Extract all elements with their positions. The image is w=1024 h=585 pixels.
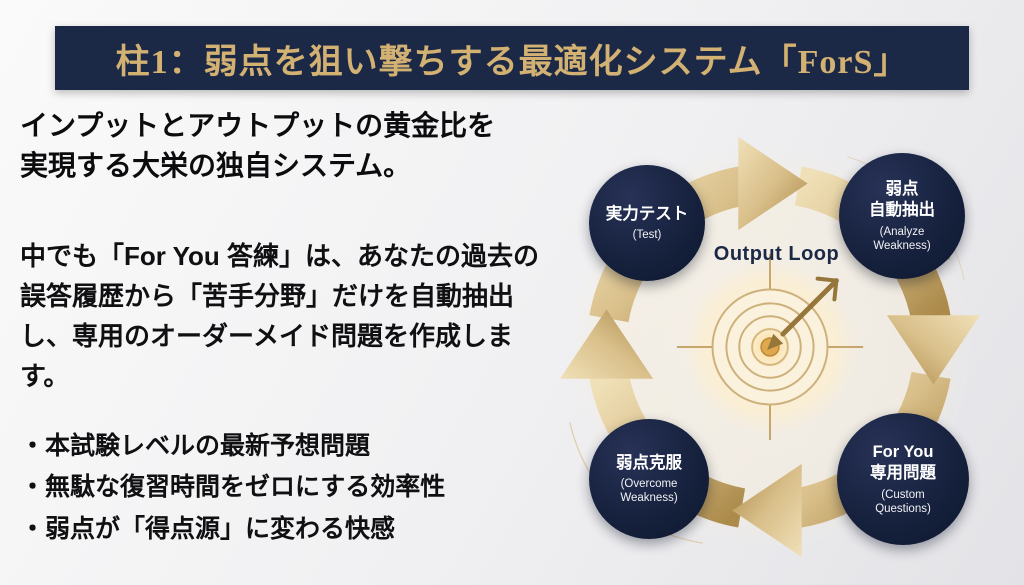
node-analyze-weakness: 弱点 自動抽出 (Analyze Weakness) <box>839 153 965 279</box>
intro-heading: インプットとアウトプットの黄金比を 実現する大栄の独自システム。 <box>20 110 496 181</box>
node-en-label: (Test) <box>632 229 662 242</box>
bullet-list: ・本試験レベルの最新予想問題 ・無駄な復習時間をゼロにする効率性 ・弱点が「得点… <box>20 426 555 551</box>
node-custom-questions: For You 専用問題 (Custom Questions) <box>837 413 969 545</box>
bullet-item: ・無駄な復習時間をゼロにする効率性 <box>20 473 446 502</box>
title-banner: 柱1：弱点を狙い撃ちする最適化システム「ForS」 <box>55 26 969 90</box>
node-test: 実力テスト (Test) <box>589 165 705 281</box>
slide-title: 柱1：弱点を狙い撃ちする最適化システム「ForS」 <box>115 43 909 81</box>
node-jp-label: 弱点克服 <box>616 453 682 472</box>
node-en-label: (Overcome Weakness) <box>620 478 678 505</box>
node-jp-label: 弱点 自動抽出 <box>869 180 935 220</box>
node-en-label: (Custom Questions) <box>875 488 931 515</box>
bullet-item: ・本試験レベルの最新予想問題 <box>20 431 371 460</box>
left-text-column: インプットとアウトプットの黄金比を 実現する大栄の独自システム。 中でも「For… <box>20 106 555 550</box>
dart-arrow-icon <box>767 276 839 350</box>
bullet-item: ・弱点が「得点源」に変わる快感 <box>20 514 396 543</box>
node-overcome-weakness: 弱点克服 (Overcome Weakness) <box>589 419 709 539</box>
cycle-arrowheads-icon <box>559 136 981 558</box>
output-loop-label: Output Loop <box>713 243 840 265</box>
body-paragraph: 中でも「For You 答練」は、あなたの過去の誤答履歴から「苦手分野」だけを自… <box>20 240 540 391</box>
node-en-label: (Analyze Weakness) <box>873 225 931 252</box>
cycle-diagram: Output Loop 実力テスト (Test) 弱点 自動抽出 (Analyz… <box>540 118 1010 578</box>
node-jp-label: For You 専用問題 <box>870 443 936 483</box>
node-jp-label: 実力テスト <box>605 204 689 223</box>
